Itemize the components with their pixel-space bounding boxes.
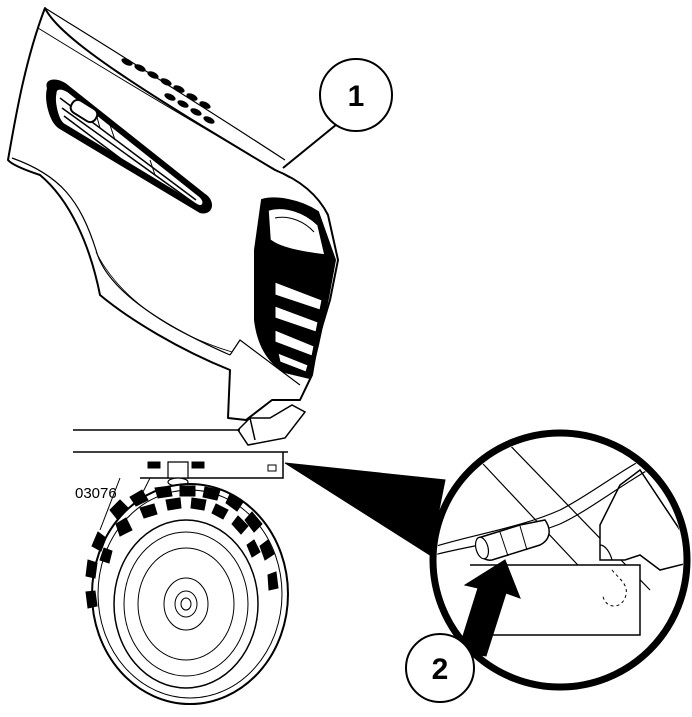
callout-2-circle (405, 633, 475, 703)
callout-1-circle (319, 58, 393, 132)
callout-1-number: 1 (348, 80, 365, 113)
detail-magnifier: 0.0 (284, 429, 691, 691)
hood-latch-tab (237, 404, 307, 446)
hood-top-vents (121, 58, 215, 124)
part-code-label: 03076 (75, 485, 117, 502)
callout-2: 2 (405, 633, 475, 703)
tractor-frame (73, 429, 288, 531)
magnifier-pointer (284, 462, 446, 556)
tire-tread (85, 485, 279, 609)
front-wheel (85, 483, 289, 705)
callout-2-number: 2 (432, 653, 449, 686)
callout-2-arrow (457, 559, 521, 657)
callout-1: 1 (282, 58, 393, 169)
hood-front-grille (254, 197, 337, 380)
hood-side-vent (46, 79, 212, 214)
callout-1-leader (282, 119, 343, 169)
